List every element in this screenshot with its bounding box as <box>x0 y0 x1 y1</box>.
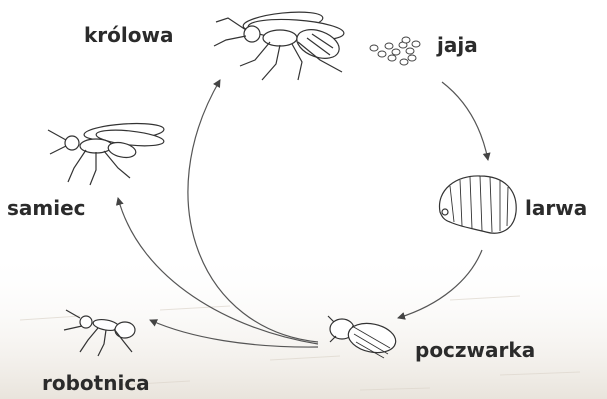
male-ant-icon <box>48 121 165 185</box>
larva-icon <box>439 176 516 233</box>
label-larva: larwa <box>525 196 587 220</box>
label-male: samiec <box>7 196 86 220</box>
eggs-icon <box>370 37 420 65</box>
queen-ant-icon <box>214 9 345 80</box>
arrow-eggs-to-larva <box>442 82 488 160</box>
label-pupa: poczwarka <box>415 338 535 362</box>
label-worker: robotnica <box>42 371 150 395</box>
label-queen: królowa <box>84 23 173 47</box>
label-eggs: jaja <box>437 33 478 57</box>
